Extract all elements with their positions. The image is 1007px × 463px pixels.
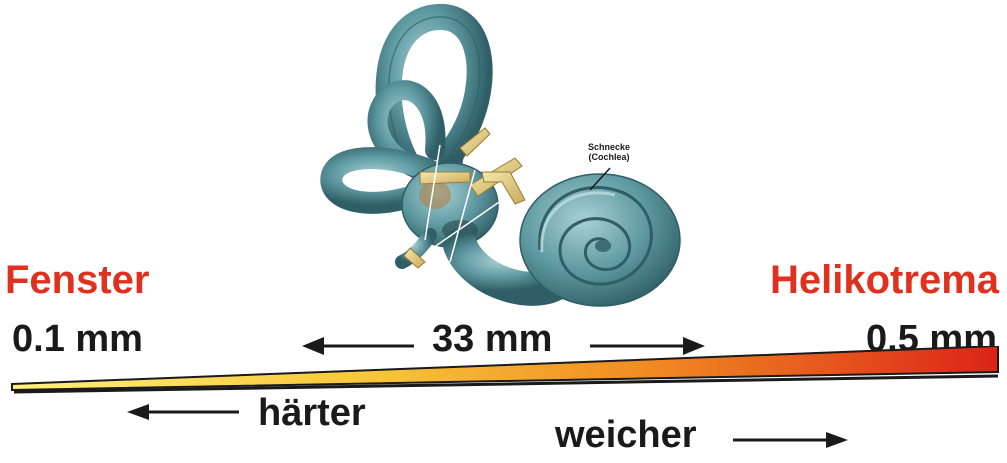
cochlea (520, 174, 680, 306)
stiffness-left-label: härter (258, 392, 366, 435)
cochlea-label-line2: (Cochlea) (588, 152, 630, 162)
cochlea-label: Schnecke (Cochlea) (588, 142, 630, 162)
bone-2 (420, 172, 470, 184)
arrow-left-icon (127, 402, 239, 422)
left-end-name: Fenster (5, 258, 150, 303)
stiffness-right-label: weicher (555, 414, 697, 457)
cochlea-label-line1: Schnecke (588, 142, 630, 152)
inner-ear-illustration (310, 0, 690, 310)
arrow-right-icon (733, 430, 848, 450)
basilar-membrane-wedge (8, 346, 1002, 396)
right-end-name: Helikotrema (770, 258, 999, 303)
